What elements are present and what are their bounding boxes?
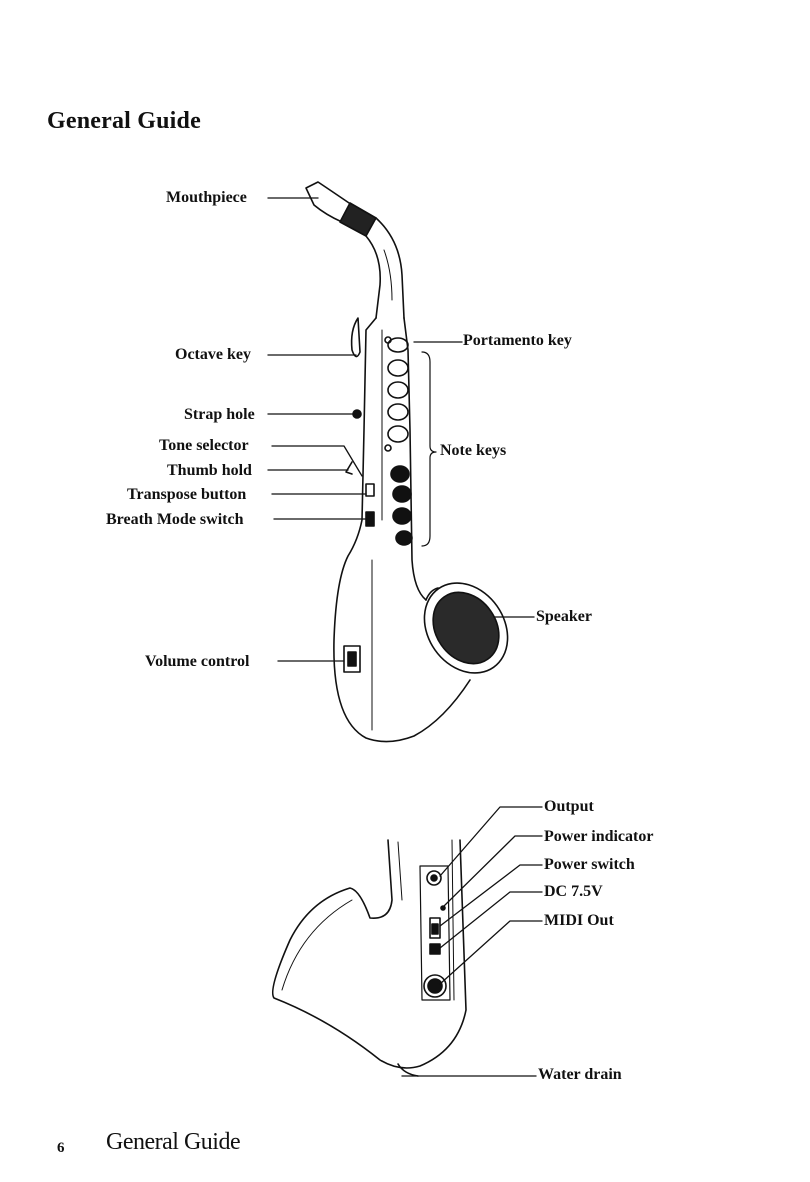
label-speaker: Speaker <box>536 608 592 626</box>
label-power-switch: Power switch <box>544 856 635 874</box>
label-transpose-button: Transpose button <box>127 486 246 504</box>
label-tone-selector: Tone selector <box>159 437 249 455</box>
label-portamento-key: Portamento key <box>463 332 572 350</box>
rear-saxophone-body <box>273 840 466 1076</box>
label-breath-mode-switch: Breath Mode switch <box>106 511 243 529</box>
page-number: 6 <box>57 1140 65 1157</box>
label-note-keys: Note keys <box>440 442 506 460</box>
note-keys-drawing <box>385 337 412 545</box>
label-dc: DC 7.5V <box>544 883 603 901</box>
label-power-indicator: Power indicator <box>544 828 653 846</box>
label-octave-key: Octave key <box>175 346 251 364</box>
footer-title: General Guide <box>106 1129 240 1156</box>
label-mouthpiece: Mouthpiece <box>166 189 247 207</box>
label-volume-control: Volume control <box>145 653 249 671</box>
label-midi-out: MIDI Out <box>544 912 614 930</box>
front-saxophone-body <box>306 182 525 742</box>
label-strap-hole: Strap hole <box>184 406 255 424</box>
label-thumb-hold: Thumb hold <box>167 462 252 480</box>
label-output: Output <box>544 798 594 816</box>
label-water-drain: Water drain <box>538 1066 622 1084</box>
